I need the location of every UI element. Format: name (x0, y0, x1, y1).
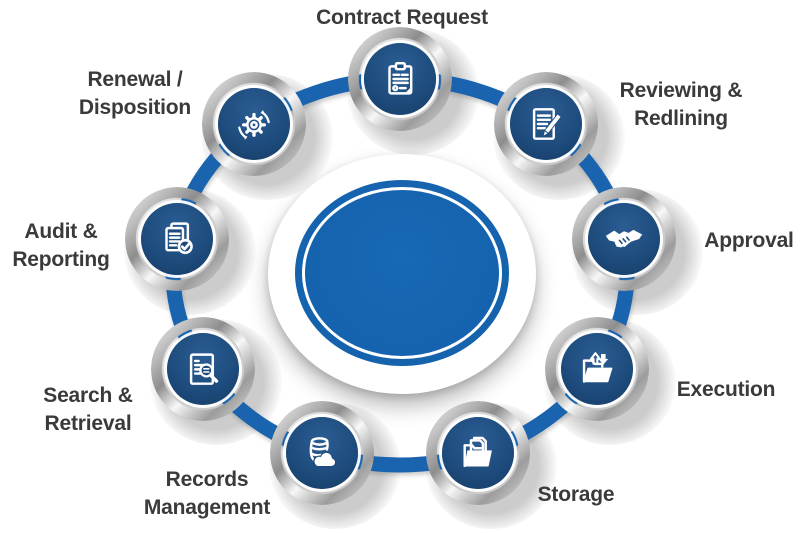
label-approval: Approval (697, 227, 800, 255)
node-contract-request (347, 27, 479, 155)
label-line: Records (165, 468, 249, 491)
database-cloud-icon (309, 437, 337, 468)
document-magnifier-icon (189, 353, 219, 385)
node-disc (141, 203, 213, 275)
node-disc (561, 333, 633, 405)
documents-check-icon (165, 222, 193, 255)
node-approval (571, 187, 703, 315)
label-line: Renewal / (87, 68, 183, 91)
node-disc (218, 88, 290, 160)
folder-files-icon (463, 436, 492, 468)
label-search-retrieval: Search & Retrieval (16, 382, 160, 438)
folder-arrows-icon (582, 352, 613, 383)
label-line: Retrieval (44, 412, 132, 435)
document-pencil-icon (532, 108, 562, 140)
label-line: Reporting (12, 248, 110, 271)
node-disc (588, 203, 660, 275)
label-line: Approval (704, 229, 794, 252)
label-execution: Execution (664, 376, 788, 404)
label-line: Audit & (24, 220, 98, 243)
node-reviewing-redlining (493, 72, 625, 200)
label-line: Reviewing & (619, 79, 743, 102)
label-line: Search & (43, 384, 133, 407)
node-execution (544, 317, 676, 445)
label-line: Management (143, 496, 271, 519)
label-line: Execution (676, 378, 776, 401)
handshake-icon (605, 229, 643, 248)
node-disc (442, 417, 514, 489)
node-disc (167, 333, 239, 405)
node-search-retrieval (150, 317, 282, 445)
node-disc (286, 417, 358, 489)
label-contract-request: Contract Request (300, 4, 504, 32)
node-audit-reporting (124, 187, 256, 315)
label-line: Disposition (78, 96, 192, 119)
label-records-management: Records Management (125, 466, 289, 522)
label-reviewing-redlining: Reviewing & Redlining (596, 77, 766, 133)
label-line: Contract Request (316, 6, 488, 29)
label-audit-reporting: Audit & Reporting (0, 218, 122, 274)
label-storage: Storage (514, 481, 638, 509)
gear-sync-icon (238, 110, 270, 140)
label-line: Storage (537, 483, 615, 506)
clipboard-icon (388, 62, 413, 95)
node-disc (510, 88, 582, 160)
node-storage (425, 401, 557, 529)
center-circle (295, 180, 509, 366)
node-disc (364, 43, 436, 115)
label-line: Redlining (634, 107, 728, 130)
node-renewal-disposition (201, 72, 333, 200)
label-renewal-disposition: Renewal / Disposition (63, 66, 207, 122)
